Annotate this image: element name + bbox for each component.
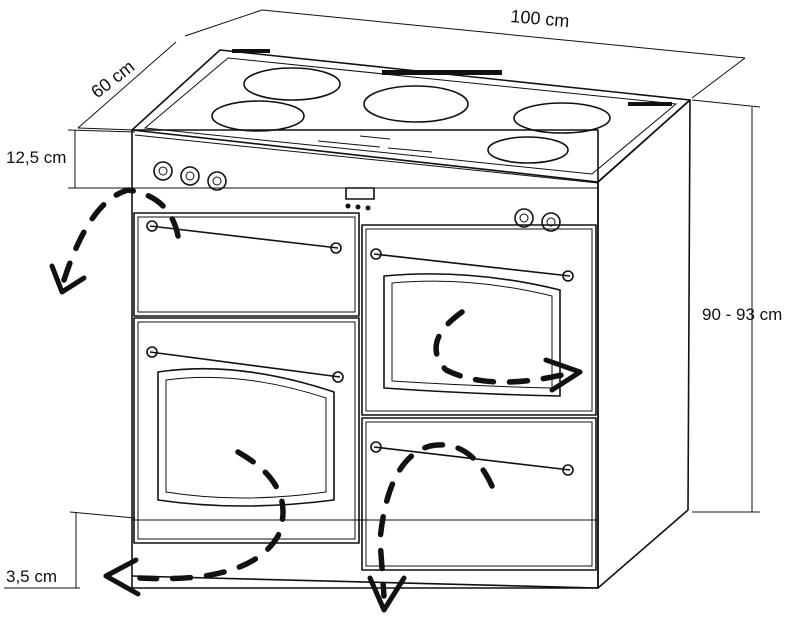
left-main-oven	[133, 317, 360, 544]
cooker-body	[131, 49, 691, 589]
top-clearance-label: 12,5 cm	[6, 148, 66, 167]
hob-zone-back-right	[513, 102, 611, 134]
clock-display	[345, 187, 375, 211]
right-upper-oven	[361, 224, 597, 416]
left-oven-door-arrow	[137, 449, 286, 582]
arrow-head-icon	[367, 575, 407, 613]
control-knobs-right	[514, 208, 561, 232]
arrow-head-icon	[103, 557, 141, 597]
right-lower-drawer	[361, 417, 597, 571]
depth-label: 60 cm	[87, 56, 138, 102]
arrow-head-icon	[49, 263, 87, 295]
width-label: 100 cm	[510, 6, 571, 31]
hob-touch-controls	[232, 49, 672, 153]
arrow-head-icon	[543, 357, 583, 393]
control-knobs-left	[153, 161, 227, 191]
knob-icon	[153, 161, 173, 181]
right-oven-door-arrow	[433, 309, 569, 385]
door-handle	[370, 248, 574, 282]
height-label: 90 - 93 cm	[702, 305, 782, 324]
knob-icon	[541, 212, 561, 232]
hob-zone-back-left	[243, 67, 341, 101]
plinth-label: 3,5 cm	[6, 567, 57, 586]
oven-window	[383, 273, 561, 397]
hob-zone-front-left	[211, 100, 305, 132]
knob-icon	[207, 171, 227, 191]
grill-compartment	[133, 212, 360, 317]
knob-icon	[514, 208, 534, 228]
hob-zone-centre	[363, 85, 469, 123]
hob-zone-front-right	[487, 136, 569, 164]
door-handle	[146, 346, 344, 383]
dimension-lines	[4, 9, 761, 589]
door-opening-arrows	[49, 187, 583, 613]
knob-icon	[180, 166, 200, 186]
oven-window	[157, 367, 335, 507]
hob	[211, 49, 672, 164]
door-handle	[146, 220, 342, 254]
grill-door-arrow	[61, 187, 181, 283]
drawer-arrow	[377, 442, 495, 599]
